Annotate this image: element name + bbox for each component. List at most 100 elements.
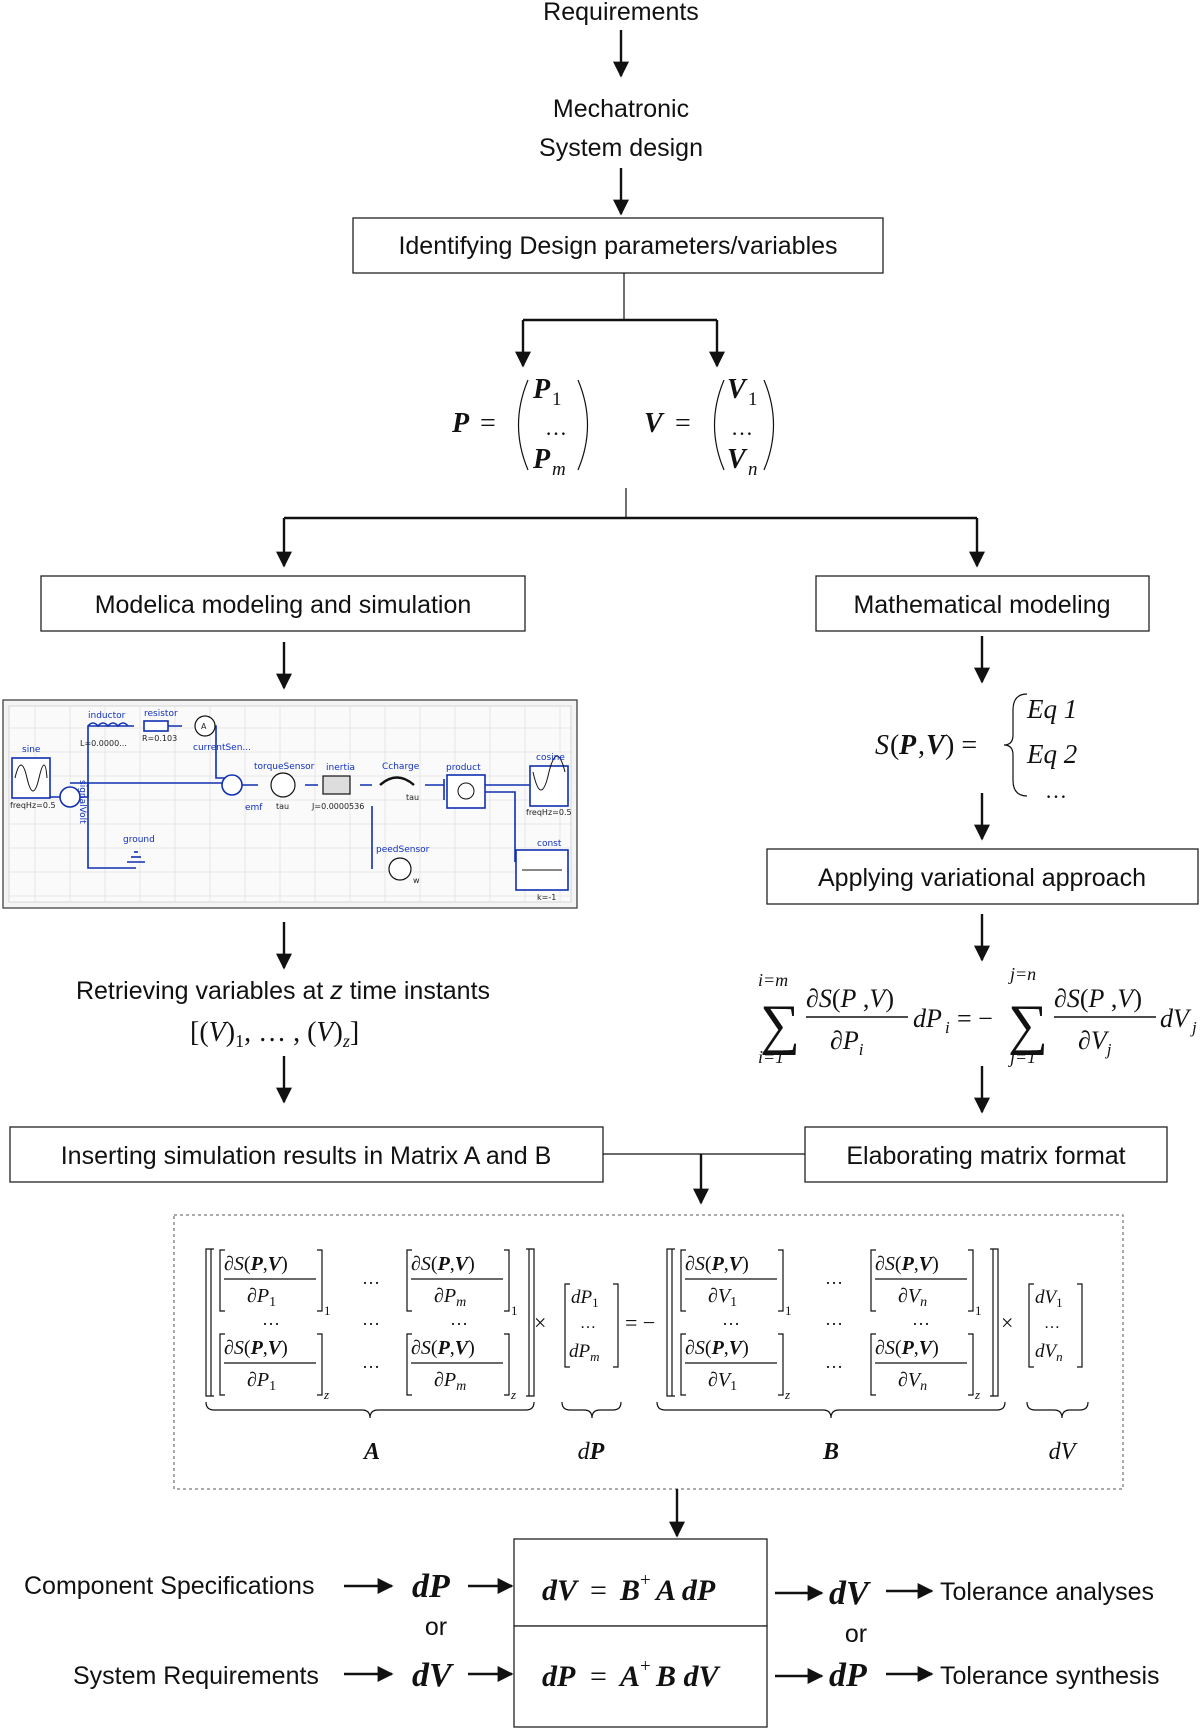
svg-text:dP: dP	[578, 1439, 605, 1465]
retrieving-label: Retrieving variables at z time instants	[76, 977, 490, 1005]
svg-text:A: A	[201, 722, 207, 731]
svg-text:sine: sine	[22, 745, 41, 755]
svg-text:dP: dP	[913, 1004, 942, 1033]
svg-text:∂S(P,V): ∂S(P,V)	[411, 1253, 475, 1275]
svg-text:dV: dV	[1049, 1439, 1078, 1465]
svg-text:∂Pm: ∂Pm	[434, 1285, 466, 1310]
requirements-label: Requirements	[543, 0, 699, 26]
svg-text:∂S(P,V): ∂S(P,V)	[685, 1337, 749, 1359]
svg-text:R=0.103: R=0.103	[142, 734, 177, 743]
svg-text:(: (	[890, 730, 899, 761]
svg-text:m: m	[552, 459, 566, 480]
svg-text:ground: ground	[123, 835, 155, 845]
svg-text:B: B	[619, 1574, 640, 1607]
svg-text:∂S(P,V): ∂S(P,V)	[685, 1253, 749, 1275]
svg-text:dP1: dP1	[571, 1287, 599, 1310]
svg-text:=: =	[590, 1574, 607, 1607]
svg-text:dV: dV	[829, 1575, 871, 1612]
label-a: A	[362, 1439, 380, 1465]
mechatronic-label-2: System design	[539, 134, 703, 162]
time-vector: [(V)1, … , (V)z]	[190, 1017, 359, 1051]
inserting-label: Inserting simulation results in Matrix A…	[61, 1142, 552, 1170]
svg-text:B dV: B dV	[655, 1660, 722, 1693]
svg-text:…: …	[1044, 1315, 1060, 1332]
svg-text:signalVolt: signalVolt	[77, 780, 87, 824]
svg-text:j=1: j=1	[1008, 1047, 1036, 1067]
svg-text:∂S(P,V): ∂S(P,V)	[224, 1253, 288, 1275]
svg-text:dV1: dV1	[1035, 1287, 1063, 1310]
svg-text:cosine: cosine	[536, 753, 565, 763]
svg-text:= −: = −	[957, 1004, 993, 1033]
svg-text:dP: dP	[412, 1568, 450, 1605]
mathematical-label: Mathematical modeling	[853, 591, 1110, 619]
svg-text:i: i	[945, 1018, 950, 1037]
svg-text:×: ×	[534, 1310, 546, 1335]
svg-text:Ccharge: Ccharge	[382, 762, 420, 772]
svg-text:∂S(P,V): ∂S(P,V)	[875, 1253, 939, 1275]
svg-text:∂Pm: ∂Pm	[434, 1369, 466, 1394]
svg-text:freqHz=0.5: freqHz=0.5	[526, 808, 572, 817]
svg-text:∂P1: ∂P1	[247, 1285, 276, 1310]
svg-text:…: …	[362, 1352, 380, 1372]
svg-text:∂S(P,V): ∂S(P,V)	[411, 1337, 475, 1359]
svg-text:z: z	[510, 1387, 516, 1402]
tolerance-analyses-label: Tolerance analyses	[940, 1578, 1154, 1606]
modelica-box	[40, 575, 526, 632]
svg-text:=: =	[480, 408, 496, 439]
eq2-label: Eq 2	[1026, 739, 1077, 769]
svg-text:emf: emf	[245, 803, 263, 813]
svg-text:dV: dV	[1160, 1004, 1192, 1033]
svg-text:=: =	[590, 1660, 607, 1693]
elaborating-box	[804, 1126, 1168, 1183]
svg-text:1: 1	[552, 389, 562, 410]
svg-text:∑: ∑	[760, 994, 800, 1056]
or-label-right: or	[845, 1620, 867, 1648]
svg-text:V: V	[926, 730, 947, 761]
svg-text:…: …	[825, 1352, 843, 1372]
svg-text:…: …	[722, 1309, 740, 1329]
svg-text:…: …	[825, 1268, 843, 1288]
svg-text:dP: dP	[829, 1657, 867, 1694]
svg-text:=: =	[675, 408, 691, 439]
modelica-label: Modelica modeling and simulation	[95, 591, 472, 619]
svg-text:1: 1	[511, 1303, 518, 1318]
svg-text:…: …	[362, 1268, 380, 1288]
svg-text:∂P1: ∂P1	[247, 1369, 276, 1394]
svg-text:J=0.0000536: J=0.0000536	[311, 802, 364, 811]
svg-text:∂Vn: ∂Vn	[898, 1285, 927, 1310]
eq1-label: Eq 1	[1026, 694, 1077, 724]
variational-box	[766, 848, 1199, 905]
identifying-box	[352, 217, 884, 274]
svg-text:∂Vj: ∂Vj	[1078, 1026, 1112, 1059]
svg-text:…: …	[262, 1309, 280, 1329]
tolerance-synthesis-label: Tolerance synthesis	[940, 1662, 1160, 1690]
svg-text:∂V1: ∂V1	[708, 1369, 737, 1394]
svg-text:,: ,	[918, 730, 925, 761]
svg-text:dV: dV	[542, 1574, 580, 1607]
svg-text:dP: dP	[542, 1660, 576, 1693]
matrix-equation: ∂S(P,V) ∂P1 1 … ∂S(P,V) ∂Pm 1 … … … ∂S(P…	[205, 1248, 1089, 1465]
mechatronic-label-1: Mechatronic	[553, 95, 689, 123]
svg-text:peedSensor: peedSensor	[376, 845, 430, 855]
svg-text:1: 1	[975, 1303, 982, 1318]
svg-text:k=-1: k=-1	[537, 893, 556, 902]
svg-text:tau: tau	[276, 802, 289, 811]
svg-text:…: …	[362, 1309, 380, 1329]
svg-text:j=n: j=n	[1008, 964, 1036, 984]
svg-text:…: …	[912, 1309, 930, 1329]
svg-text:1: 1	[785, 1303, 792, 1318]
svg-text:torqueSensor: torqueSensor	[254, 762, 315, 772]
svg-text:∂Vn: ∂Vn	[898, 1369, 927, 1394]
svg-text:w: w	[413, 876, 420, 885]
svg-text:freqHz=0.5: freqHz=0.5	[10, 801, 56, 810]
svg-text:product: product	[446, 763, 481, 773]
svg-text:A dP: A dP	[654, 1574, 716, 1607]
elaborating-label: Elaborating matrix format	[846, 1142, 1125, 1170]
svg-text:P: P	[532, 444, 551, 475]
svg-text:S: S	[875, 730, 889, 761]
svg-text:∑: ∑	[1008, 994, 1048, 1056]
svg-text:∂S(P,V): ∂S(P,V)	[224, 1337, 288, 1359]
